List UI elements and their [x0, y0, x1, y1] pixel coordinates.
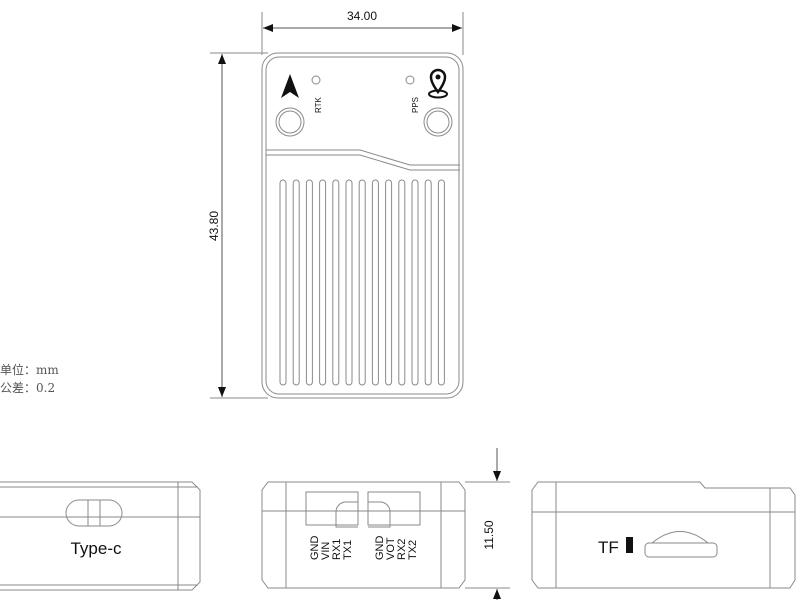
- cooling-rib: [332, 179, 340, 386]
- height-value: 43.80: [207, 211, 221, 241]
- rtk-label: RTK: [314, 96, 323, 113]
- location-pin-icon: [428, 68, 448, 99]
- cooling-rib: [305, 179, 313, 386]
- pps-label: PPS: [411, 97, 420, 113]
- cooling-rib: [279, 179, 287, 386]
- tolerance-note: 公差：0.2: [0, 381, 56, 395]
- typec-label: Type-c: [70, 539, 122, 558]
- pin-label: GND: [309, 536, 321, 561]
- cooling-rib: [411, 179, 419, 386]
- pin-label: RX2: [396, 539, 408, 560]
- height-dimension: 43.80: [207, 52, 268, 399]
- width-dimension: 34.00: [261, 9, 464, 55]
- width-value: 34.00: [347, 9, 377, 23]
- side-view-typec: Type-c: [0, 481, 201, 591]
- pin-label: VIN: [320, 542, 332, 560]
- cooling-rib: [398, 179, 406, 386]
- unit-note: 单位：mm: [0, 363, 59, 377]
- cooling-rib: [385, 179, 393, 386]
- cooling-rib: [424, 179, 432, 386]
- connector-1: [305, 491, 359, 526]
- pin-label: GND: [374, 536, 386, 561]
- thickness-value: 11.50: [482, 520, 496, 549]
- tf-slot: [644, 542, 718, 558]
- connector-2: [367, 491, 421, 526]
- sd-card-icon: [626, 537, 633, 553]
- cooling-rib: [292, 179, 300, 386]
- cooling-rib: [345, 179, 353, 386]
- pin-label: VOT: [385, 537, 397, 560]
- top-view: RTK PPS: [261, 52, 464, 399]
- pin-label: RX1: [331, 539, 343, 560]
- tf-label: TF: [598, 538, 619, 557]
- pin-label: TX1: [342, 540, 354, 560]
- thickness-dimension: 11.50: [465, 448, 510, 600]
- side-view-tf: TF: [531, 481, 796, 589]
- north-arrow-icon: [281, 74, 299, 98]
- typec-port: [65, 499, 123, 527]
- cooling-ribs: [279, 179, 445, 386]
- cooling-rib: [371, 179, 379, 386]
- pin-label: TX2: [407, 540, 419, 560]
- cooling-rib: [358, 179, 366, 386]
- cooling-rib: [437, 179, 445, 386]
- cooling-rib: [319, 179, 327, 386]
